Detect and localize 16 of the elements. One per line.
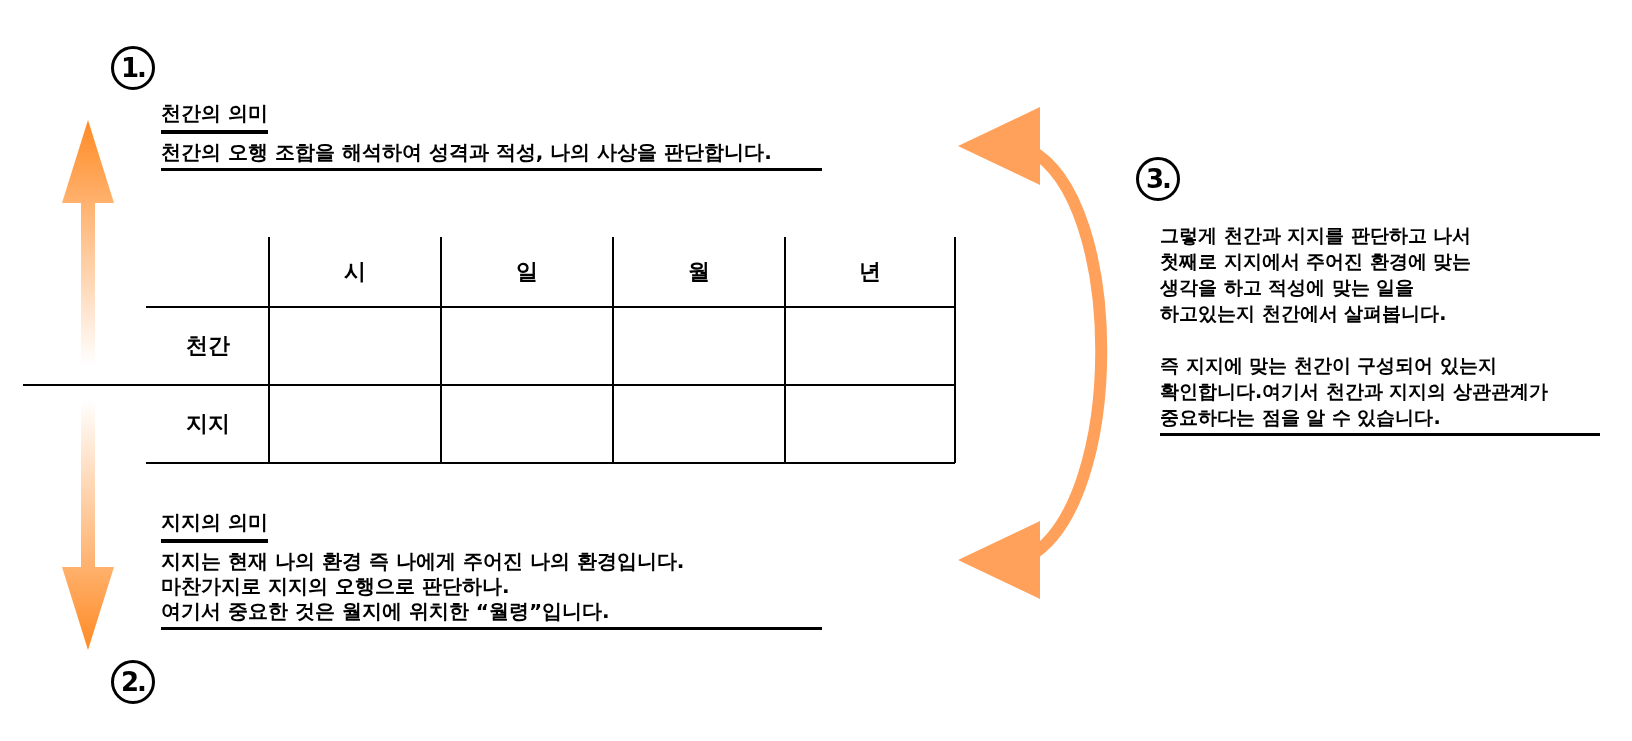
callout-number: 1. [111, 46, 155, 90]
column-header: 시 [343, 258, 367, 286]
note-paragraph: 즉 지지에 맞는 천간이 구성되어 있는지 확인합니다.여기서 천간과 지지의 상관관계가 중요하다는 점을 알 수 있습니다. [1160, 353, 1550, 430]
section-heading: 천간의 의미 [161, 100, 268, 134]
callout-number: 3. [1136, 157, 1180, 201]
column-header: 년 [858, 258, 882, 286]
row-header: 지지 [184, 410, 231, 438]
note-paragraph: 그렇게 천간과 지지를 판단하고 나서 첫째로 지지에서 주어진 환경에 맞는 생각을 하고 적성에 맞는 일을 하고있는지 천간에서 살펴봅니다. [1160, 223, 1473, 326]
section-text: 천간의 오행 조합을 해석하여 성격과 적성, 나의 사상을 판단합니다. [161, 140, 822, 171]
section-text: 지지는 현재 나의 환경 즉 나에게 주어진 나의 환경입니다. 마찬가지로 지지의 오행으로 판단하나. 여기서 중요한 것은 월지에 위치한 “월령”입니다. [161, 549, 822, 630]
callout-number: 2. [111, 660, 155, 704]
curved-arrow [958, 107, 1108, 599]
column-header: 월 [687, 258, 711, 286]
row-header: 천간 [184, 332, 231, 360]
column-header: 일 [515, 258, 539, 286]
section-heading: 지지의 의미 [161, 509, 268, 543]
